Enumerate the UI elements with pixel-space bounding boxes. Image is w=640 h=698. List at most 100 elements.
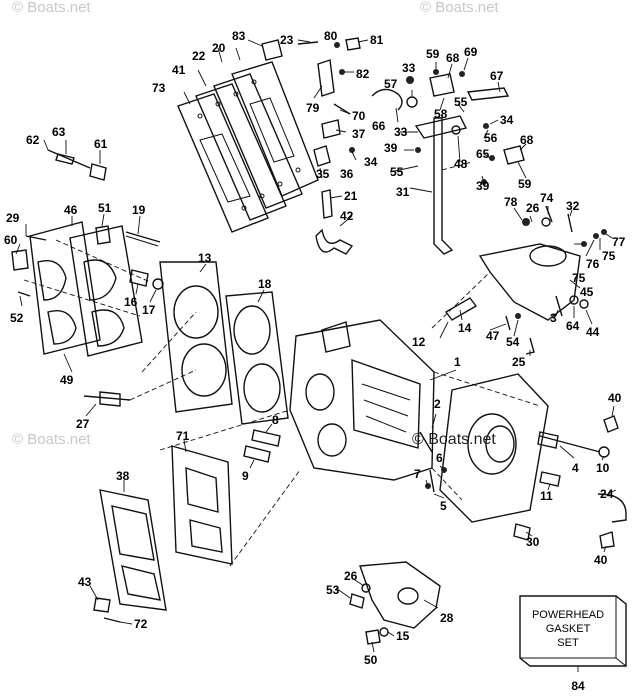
crankcase-half: [419, 371, 627, 549]
callout-23: 23: [280, 33, 294, 47]
callout-76: 76: [586, 257, 600, 271]
dowel-pins: [243, 429, 281, 463]
callout-27: 27: [76, 417, 90, 431]
kit-box-84: POWERHEAD GASKET SET 84: [519, 595, 627, 693]
clip-37: [321, 119, 341, 139]
spark-plug-27: [83, 395, 131, 401]
callout-35: 35: [316, 167, 330, 181]
lever-55: [414, 115, 468, 139]
bracket-58: [429, 73, 455, 97]
callout-54: 54: [506, 335, 520, 349]
screw-72: [103, 617, 121, 623]
screw-32: [567, 213, 573, 233]
callout-48: 48: [454, 157, 468, 171]
watermark-left: © Boats.net: [12, 431, 91, 448]
callout-83: 83: [232, 29, 246, 43]
callout-79: 79: [306, 101, 320, 115]
callout-73: 73: [152, 81, 166, 95]
washer-10: [598, 446, 610, 458]
grommet-51: [95, 225, 111, 245]
washer-26b: [361, 583, 371, 593]
sensor-61: [89, 163, 107, 181]
callout-81: 81: [370, 33, 384, 47]
callout-72: 72: [134, 617, 148, 631]
intake-manifold-38: [99, 489, 167, 611]
callout-40a: 40: [608, 391, 622, 405]
callout-71: 71: [176, 429, 190, 443]
exhaust-gasket-73: [177, 93, 269, 233]
callout-47: 47: [486, 329, 500, 343]
washer-64: [569, 295, 579, 305]
callout-84: 84: [571, 679, 585, 693]
watermark-top-right: © Boats.net: [420, 0, 499, 16]
hose-24: [597, 493, 627, 523]
callout-42: 42: [340, 209, 354, 223]
crankcase-half-1: [439, 373, 549, 523]
bolt-4: [539, 435, 601, 453]
callout-33b: 33: [394, 125, 408, 139]
callout-20: 20: [212, 41, 226, 55]
callout-74: 74: [540, 191, 554, 205]
callout-33a: 33: [402, 61, 416, 75]
callout-55b: 55: [454, 95, 468, 109]
callout-45: 45: [580, 285, 594, 299]
callout-66: 66: [372, 119, 386, 133]
nut-69: [459, 71, 465, 77]
callout-39a: 39: [384, 141, 398, 155]
callout-38: 38: [116, 469, 130, 483]
screw-47: [505, 315, 511, 331]
callout-26b: 26: [344, 569, 358, 583]
callout-39b: 39: [476, 179, 490, 193]
callout-21: 21: [344, 189, 358, 203]
bypass-cover-group: [11, 221, 164, 357]
callout-69: 69: [464, 45, 478, 59]
callout-63: 63: [52, 125, 66, 139]
callout-40b: 40: [594, 553, 608, 567]
nut-33a: [406, 76, 414, 84]
clip-77: [601, 229, 607, 235]
exhaust-cover-stack: [177, 61, 319, 233]
starter-bracket-group: [431, 205, 607, 355]
gasket-49: [69, 225, 143, 357]
kit-label-line-2: GASKET: [546, 623, 591, 635]
screw-3: [555, 295, 563, 317]
callout-3: 3: [550, 311, 557, 325]
clip-36: [313, 145, 331, 167]
callout-11: 11: [540, 489, 553, 503]
washer-65: [489, 155, 495, 161]
callout-60: 60: [4, 233, 18, 247]
screw-29: [25, 235, 47, 241]
crankcase-block: [289, 319, 435, 481]
top-fasteners: [261, 37, 418, 167]
callout-67: 67: [490, 69, 504, 83]
exhaust-gasket-22: [213, 73, 303, 209]
wire-25: [525, 337, 535, 355]
callout-10: 10: [596, 461, 610, 475]
sleeve-63: [55, 153, 75, 165]
valve-16: [129, 269, 149, 287]
callout-56: 56: [484, 131, 498, 145]
fitting-21: [321, 189, 333, 219]
screw-56: [483, 123, 489, 129]
bushing-48: [451, 125, 461, 135]
callout-12: 12: [412, 335, 426, 349]
cover-46: [29, 221, 101, 355]
screw-52: [17, 291, 31, 297]
screw-43: [93, 597, 111, 613]
callout-31: 31: [396, 185, 410, 199]
clamp-40b: [599, 531, 615, 549]
pin-2: [419, 431, 433, 453]
callout-18: 18: [258, 277, 272, 291]
washer-44: [579, 299, 589, 309]
callout-44: 44: [586, 325, 600, 339]
callout-5: 5: [440, 499, 447, 513]
callout-30: 30: [526, 535, 540, 549]
callout-9: 9: [242, 469, 249, 483]
callout-46: 46: [64, 203, 78, 217]
callout-13: 13: [198, 251, 212, 265]
callout-43: 43: [78, 575, 92, 589]
callout-1: 1: [454, 355, 461, 369]
choke-linkage: [414, 69, 525, 255]
callout-6: 6: [436, 451, 443, 465]
